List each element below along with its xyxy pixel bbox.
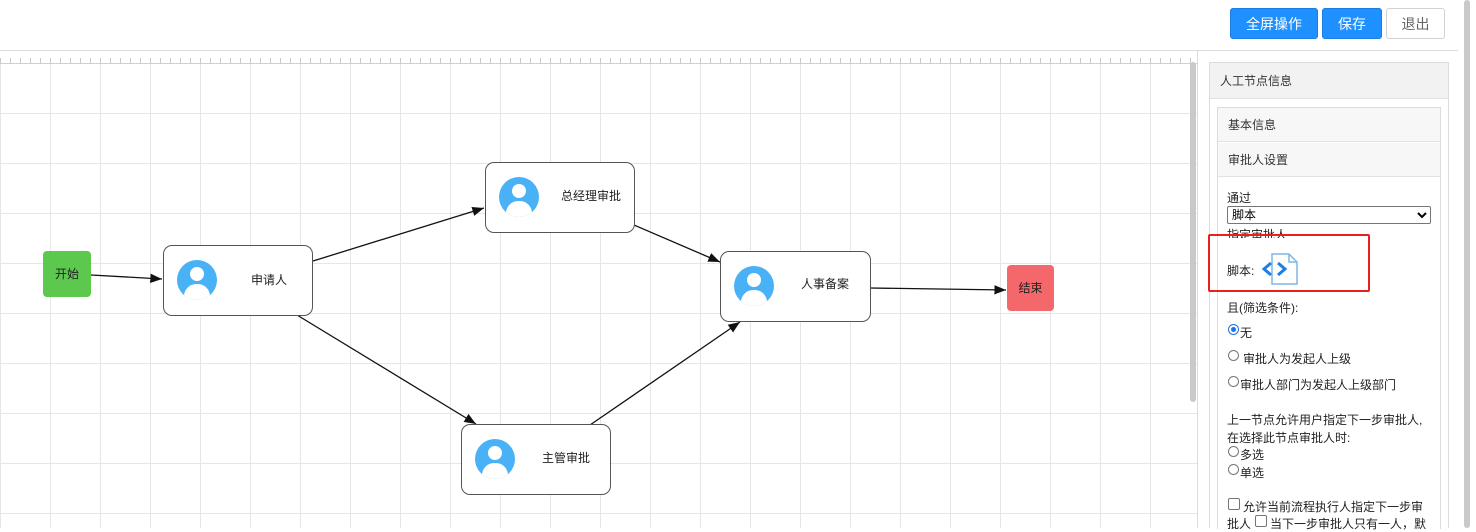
filter-radio-superior-dept[interactable]: [1228, 376, 1239, 387]
designated-approver-label: 指定审批人: [1227, 228, 1288, 238]
script-label: 脚本:: [1227, 264, 1255, 278]
fullscreen-button[interactable]: 全屏操作: [1230, 8, 1318, 39]
edge-gm-hr: [633, 224, 721, 263]
node-label: 总经理审批: [561, 189, 622, 203]
allow-designate-checkbox[interactable]: [1228, 498, 1240, 510]
single-approver-label: 当下一步审批人只有一人，默: [1270, 517, 1427, 531]
select-mode-label: 多选: [1240, 448, 1265, 462]
single-approver-checkbox[interactable]: [1255, 515, 1267, 527]
user-avatar-icon: [177, 260, 217, 300]
edge-start-applicant: [90, 273, 163, 284]
pass-select[interactable]: 脚本: [1227, 206, 1431, 224]
user-avatar-icon: [475, 439, 515, 479]
canvas-scrollbar[interactable]: [1190, 62, 1196, 402]
filter-radio-superior[interactable]: [1228, 350, 1239, 361]
node-applicant[interactable]: 申请人: [163, 245, 313, 316]
canvas-ruler: [0, 51, 1198, 64]
select-mode-label: 单选: [1240, 466, 1265, 480]
node-info-panel: 人工节点信息 基本信息 审批人设置: [1209, 62, 1449, 529]
user-avatar-icon: [734, 266, 774, 306]
select-mode-multi-radio[interactable]: [1228, 446, 1239, 457]
pass-label: 通过: [1227, 191, 1252, 205]
canvas-divider: [1197, 51, 1198, 528]
user-avatar-icon: [499, 177, 539, 217]
allow-designate-label: 允许当前流程执行人指定下一步审: [1243, 500, 1424, 514]
end-node[interactable]: 结束: [1007, 265, 1054, 311]
exit-button[interactable]: 退出: [1386, 8, 1445, 39]
panel-accordion: 基本信息 审批人设置: [1217, 107, 1441, 529]
allow-designate-label: 批人: [1227, 517, 1252, 531]
node-label: 申请人: [251, 273, 288, 287]
section-basic-info[interactable]: 基本信息: [1218, 108, 1440, 142]
edge-supervisor-hr: [589, 321, 741, 426]
section-approver-settings[interactable]: 审批人设置: [1218, 143, 1440, 177]
top-toolbar: 全屏操作 保存 退出: [0, 0, 1476, 51]
filter-option-label: 审批人为发起人上级: [1243, 352, 1352, 366]
flow-edges: [90, 206, 1007, 426]
save-button[interactable]: 保存: [1322, 8, 1382, 39]
node-label: 主管审批: [542, 451, 591, 465]
select-mode-single-radio[interactable]: [1228, 464, 1239, 475]
node-hr-filing[interactable]: 人事备案: [720, 251, 871, 322]
filter-option-label: 无: [1240, 326, 1253, 340]
filter-label: 且(筛选条件):: [1227, 301, 1299, 315]
edge-hr-end: [869, 285, 1007, 295]
node-gm-approval[interactable]: 总经理审批: [485, 162, 635, 233]
script-file-icon[interactable]: [1262, 252, 1300, 286]
edge-applicant-supervisor: [296, 314, 477, 425]
filter-radio-none[interactable]: [1228, 324, 1239, 335]
panel-title: 人工节点信息: [1210, 63, 1448, 99]
prev-node-note: 上一节点允许用户指定下一步审批人,: [1227, 413, 1423, 427]
page-scrollbar[interactable]: [1458, 0, 1476, 528]
highlight-box: [1208, 234, 1370, 292]
node-supervisor-approval[interactable]: 主管审批: [461, 424, 611, 495]
prev-node-note: 在选择此节点审批人时:: [1227, 431, 1351, 445]
filter-option-label: 审批人部门为发起人上级部门: [1240, 378, 1397, 392]
node-label: 人事备案: [801, 277, 850, 291]
edge-applicant-gm: [312, 206, 485, 262]
start-node[interactable]: 开始: [43, 251, 91, 297]
